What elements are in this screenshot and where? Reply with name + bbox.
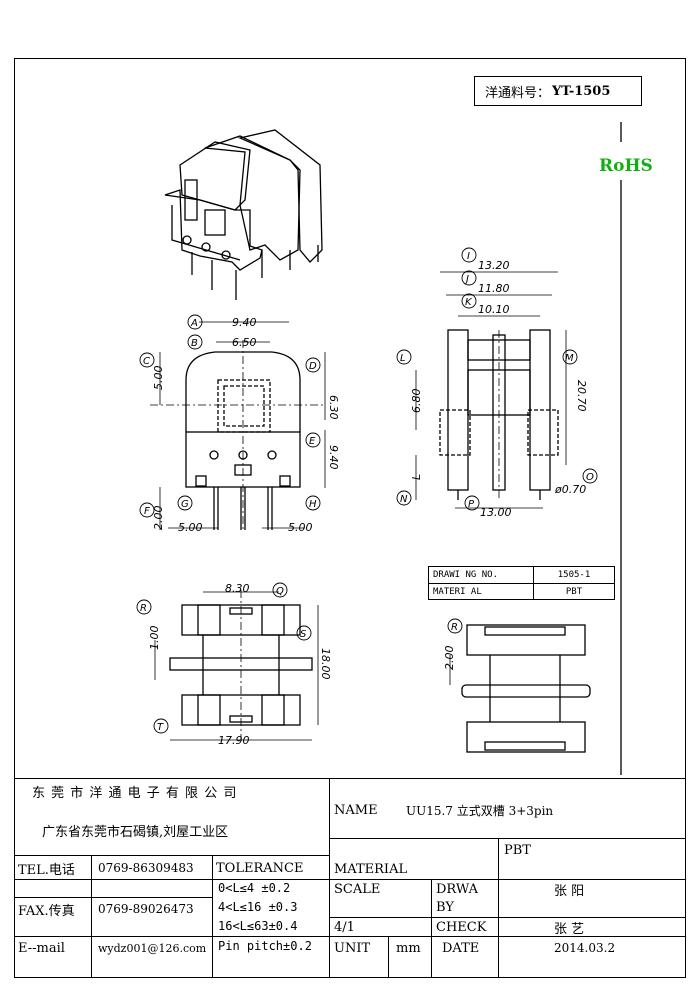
tolerance-2: 4<L≤16 ±0.3 (218, 900, 298, 914)
label-g: G (181, 499, 189, 510)
label-detail-r: R (451, 622, 458, 633)
dim-text-s: 18.00 (319, 648, 332, 680)
label-j: J (464, 274, 469, 285)
dim-text-j: 11.80 (478, 282, 510, 295)
dim-text-i: 13.20 (478, 259, 510, 272)
tel-value: 0769-86309483 (98, 861, 194, 875)
label-h: H (309, 499, 317, 510)
name-label: NAME (334, 802, 378, 818)
bottom-view (154, 590, 319, 741)
title-block: 东 莞 市 洋 通 电 子 有 限 公 司 广东省东莞市石碣镇,刘屋工业区 NA… (14, 778, 686, 978)
drawn-by: 张 阳 (554, 883, 585, 899)
dim-text-p: 13.00 (480, 506, 512, 519)
unit-value: mm (396, 940, 421, 956)
drawing-no-label: DRAWI NG NO. (429, 567, 534, 583)
label-k: K (465, 297, 473, 308)
dim-text-b: 6.50 (232, 336, 257, 349)
label-f: F (144, 506, 150, 517)
label-p: P (468, 499, 475, 510)
label-n: N (400, 494, 408, 505)
dim-text-detail: 2.00 (443, 646, 456, 671)
tolerance-label: TOLERANCE (216, 860, 304, 876)
scale-value: 4/1 (334, 919, 355, 935)
drawing-no-value: 1505-1 (557, 570, 591, 580)
side-view (415, 271, 567, 509)
dim-text-c: 5.00 (152, 366, 165, 391)
dim-text-g: 5.00 (178, 521, 203, 534)
tolerance-4: Pin pitch±0.2 (218, 939, 312, 953)
label-m: M (565, 353, 574, 364)
label-e: E (309, 436, 316, 447)
label-b: B (191, 338, 198, 349)
dim-text-t: 17.90 (218, 734, 250, 747)
part-number-label: 洋通料号： (485, 85, 551, 101)
drawn-label-2: BY (436, 899, 454, 915)
label-c: C (143, 356, 150, 367)
dim-text-k: 10.10 (478, 303, 510, 316)
dim-text-q: 8.30 (225, 582, 250, 595)
tolerance-1: 0<L≤4 ±0.2 (218, 881, 291, 895)
dim-text-f: 2.00 (152, 506, 165, 531)
label-r: R (140, 603, 147, 614)
label-q: Q (276, 586, 284, 597)
dim-text-r: 1.00 (148, 626, 161, 651)
rohs-mark: RoHS (599, 156, 653, 176)
email-value: wydz001@126.com (98, 941, 207, 955)
scale-label: SCALE (334, 881, 381, 897)
material-label: MATERIAL (334, 861, 408, 877)
dim-text-m: 20.70 (575, 380, 588, 412)
company-address: 广东省东莞市石碣镇,刘屋工业区 (42, 824, 229, 840)
tolerance-3: 16<L≤63±0.4 (218, 919, 298, 933)
material-label: MATERI AL (429, 584, 534, 600)
label-a: A (190, 318, 198, 329)
date-label: DATE (442, 940, 480, 956)
date-value: 2014.03.2 (554, 941, 616, 955)
material-value: PBT (504, 842, 531, 858)
label-d: D (309, 361, 317, 372)
check-label: CHECK (436, 919, 487, 935)
drawing-number-box: DRAWI NG NO. 1505-1 MATERI AL PBT (428, 566, 615, 600)
dim-text-l: 6.80 (410, 389, 423, 414)
label-i: I (467, 251, 470, 262)
tel-label: TEL.电话 (18, 862, 75, 878)
unit-label: UNIT (334, 940, 371, 956)
dim-text-n: L (410, 474, 423, 480)
label-l: L (400, 353, 406, 364)
email-label: E--mail (18, 940, 65, 956)
drawing-frame (14, 58, 686, 978)
material-value: PBT (565, 587, 583, 597)
label-s: S (300, 629, 307, 640)
dim-text-o: ø0.70 (554, 483, 586, 496)
fax-label: FAX.传真 (18, 903, 75, 919)
drawn-label-1: DRWA (436, 881, 479, 897)
part-number-box: 洋通料号： YT-1505 (474, 76, 642, 106)
detail-view (449, 624, 591, 753)
dim-text-a: 9.40 (232, 316, 257, 329)
label-o: O (586, 472, 594, 483)
label-t: T (157, 722, 164, 733)
isometric-view (164, 129, 323, 300)
fax-value: 0769-89026473 (98, 902, 194, 916)
dim-text-e: 9.40 (327, 445, 340, 470)
part-number: YT-1505 (552, 83, 611, 99)
company-name: 东 莞 市 洋 通 电 子 有 限 公 司 (32, 785, 238, 801)
dim-text-h: 5.00 (288, 521, 313, 534)
dim-text-d: 6.30 (327, 395, 340, 420)
name-value: UU15.7 立式双槽 3+3pin (406, 803, 554, 818)
front-view (150, 321, 326, 530)
checked-by: 张 艺 (554, 921, 585, 937)
